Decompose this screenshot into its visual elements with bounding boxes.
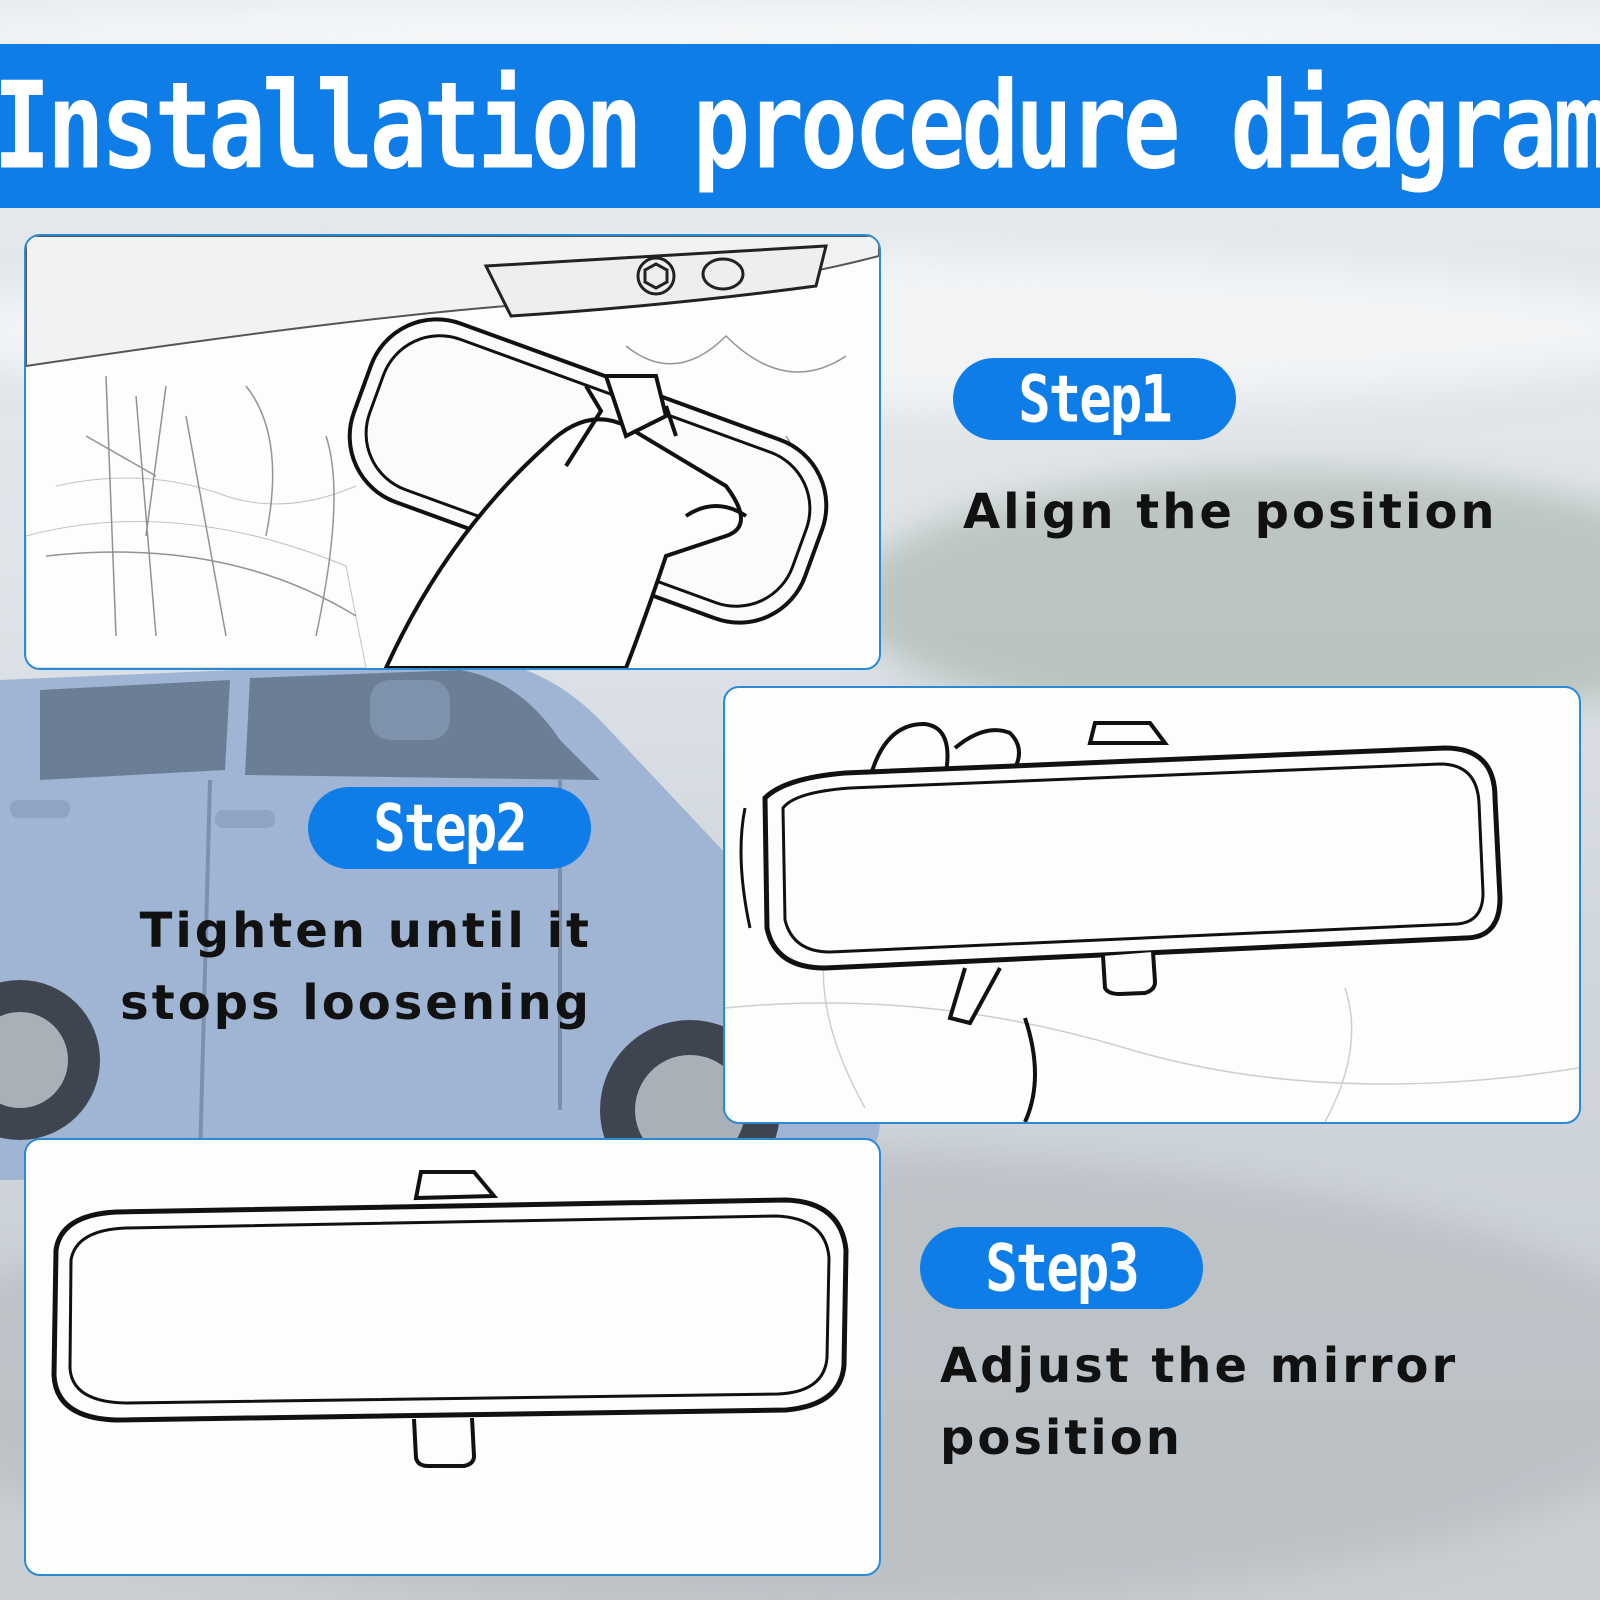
hand-holding-mirror-illustration xyxy=(26,236,879,668)
step3-badge: Step3 xyxy=(920,1227,1203,1309)
step2-label: Step2 xyxy=(373,790,528,866)
step2-badge: Step2 xyxy=(308,787,591,869)
step1-label: Step1 xyxy=(1018,361,1173,437)
step3-caption: Adjust the mirror position xyxy=(940,1338,1459,1466)
step3-illustration-panel xyxy=(24,1138,881,1576)
step2-caption: Tighten until it stops loosening xyxy=(120,903,592,1031)
step1-illustration-panel xyxy=(24,234,881,670)
title-banner: Installation procedure diagram xyxy=(0,44,1600,208)
adjusted-mirror-illustration xyxy=(51,1170,849,1468)
step2-illustration-panel xyxy=(723,686,1581,1124)
mirror-tightening-illustration xyxy=(725,721,1579,1122)
background-car-image xyxy=(0,660,880,1200)
step3-label: Step3 xyxy=(985,1230,1140,1306)
page-title: Installation procedure diagram xyxy=(0,56,1600,196)
screw-icon xyxy=(636,256,676,296)
step1-caption: Align the position xyxy=(963,484,1498,540)
step1-badge: Step1 xyxy=(953,358,1236,440)
